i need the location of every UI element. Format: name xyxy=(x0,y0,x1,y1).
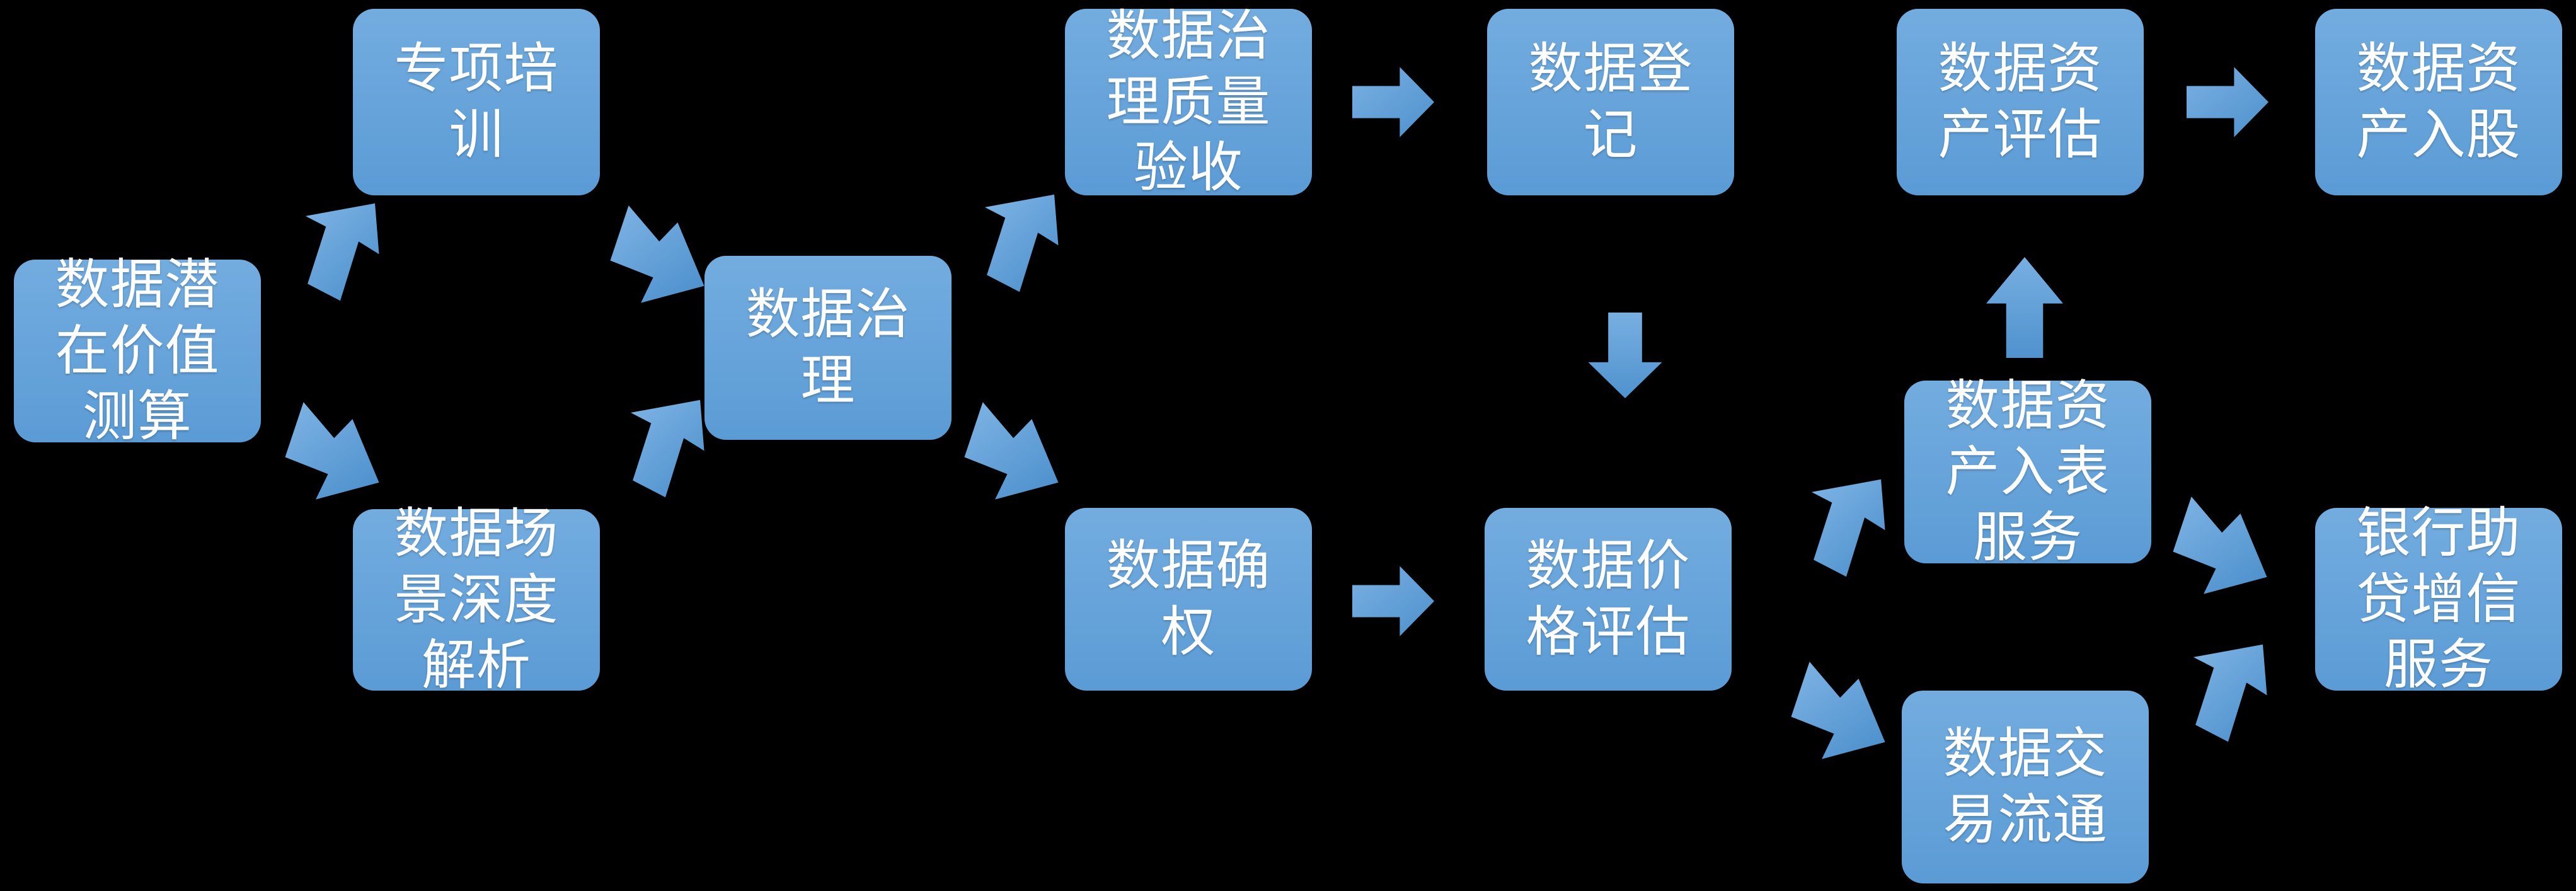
node-label: 银行助贷增信服务 xyxy=(2356,502,2521,696)
node-data-scenario-analysis[interactable]: 数据场景深度解析 xyxy=(353,503,600,696)
arrow-potential-to-training xyxy=(281,199,383,305)
arrow-registration-to-price xyxy=(1587,313,1664,398)
arrow-quality-to-registration xyxy=(1352,66,1434,139)
node-data-trading[interactable]: 数据交易流通 xyxy=(1902,691,2149,883)
node-asset-evaluation[interactable]: 数据资产评估 xyxy=(1897,9,2144,195)
node-data-registration[interactable]: 数据登记 xyxy=(1487,9,1734,195)
node-label: 数据治理 xyxy=(745,284,911,411)
node-data-potential-value[interactable]: 数据潜在价值测算 xyxy=(14,255,261,447)
arrow-assetevaluation-to-equity xyxy=(2187,66,2268,139)
node-label: 数据价格评估 xyxy=(1526,536,1691,662)
node-label: 数据治理质量验收 xyxy=(1106,5,1271,198)
node-label: 数据登记 xyxy=(1528,38,1693,165)
node-label: 数据资产评估 xyxy=(1938,38,2103,165)
arrow-potential-to-scenario xyxy=(281,396,383,502)
arrow-governance-to-quality xyxy=(960,190,1062,296)
node-data-governance[interactable]: 数据治理 xyxy=(704,256,952,440)
node-data-rights[interactable]: 数据确权 xyxy=(1065,508,1312,691)
arrow-onbalance-to-assetevaluation xyxy=(1986,257,2063,358)
arrow-governance-to-rights xyxy=(960,396,1062,502)
node-label: 数据确权 xyxy=(1106,536,1271,662)
node-label: 数据资产入股 xyxy=(2356,38,2521,165)
node-label: 数据交易流通 xyxy=(1943,723,2108,850)
node-governance-quality[interactable]: 数据治理质量验收 xyxy=(1065,6,1312,198)
arrow-trading-to-bankcredit xyxy=(2169,640,2271,746)
arrow-rights-to-price xyxy=(1352,565,1434,638)
node-label: 数据资产入表服务 xyxy=(1945,375,2110,568)
node-label: 数据场景深度解析 xyxy=(394,503,559,696)
arrow-scenario-to-governance xyxy=(606,396,708,502)
node-label: 数据潜在价值测算 xyxy=(55,254,220,447)
node-asset-onbalance-service[interactable]: 数据资产入表服务 xyxy=(1904,376,2151,568)
arrow-price-to-onbalance xyxy=(1787,475,1889,581)
node-asset-equity[interactable]: 数据资产入股 xyxy=(2315,9,2562,195)
arrow-training-to-governance xyxy=(606,199,708,305)
node-bank-credit-service[interactable]: 银行助贷增信服务 xyxy=(2315,503,2562,695)
arrow-price-to-trading xyxy=(1787,655,1889,761)
node-special-training[interactable]: 专项培训 xyxy=(353,9,600,195)
node-label: 专项培训 xyxy=(394,38,559,165)
arrow-onbalance-to-bankcredit xyxy=(2169,490,2271,596)
node-price-evaluation[interactable]: 数据价格评估 xyxy=(1485,508,1732,691)
